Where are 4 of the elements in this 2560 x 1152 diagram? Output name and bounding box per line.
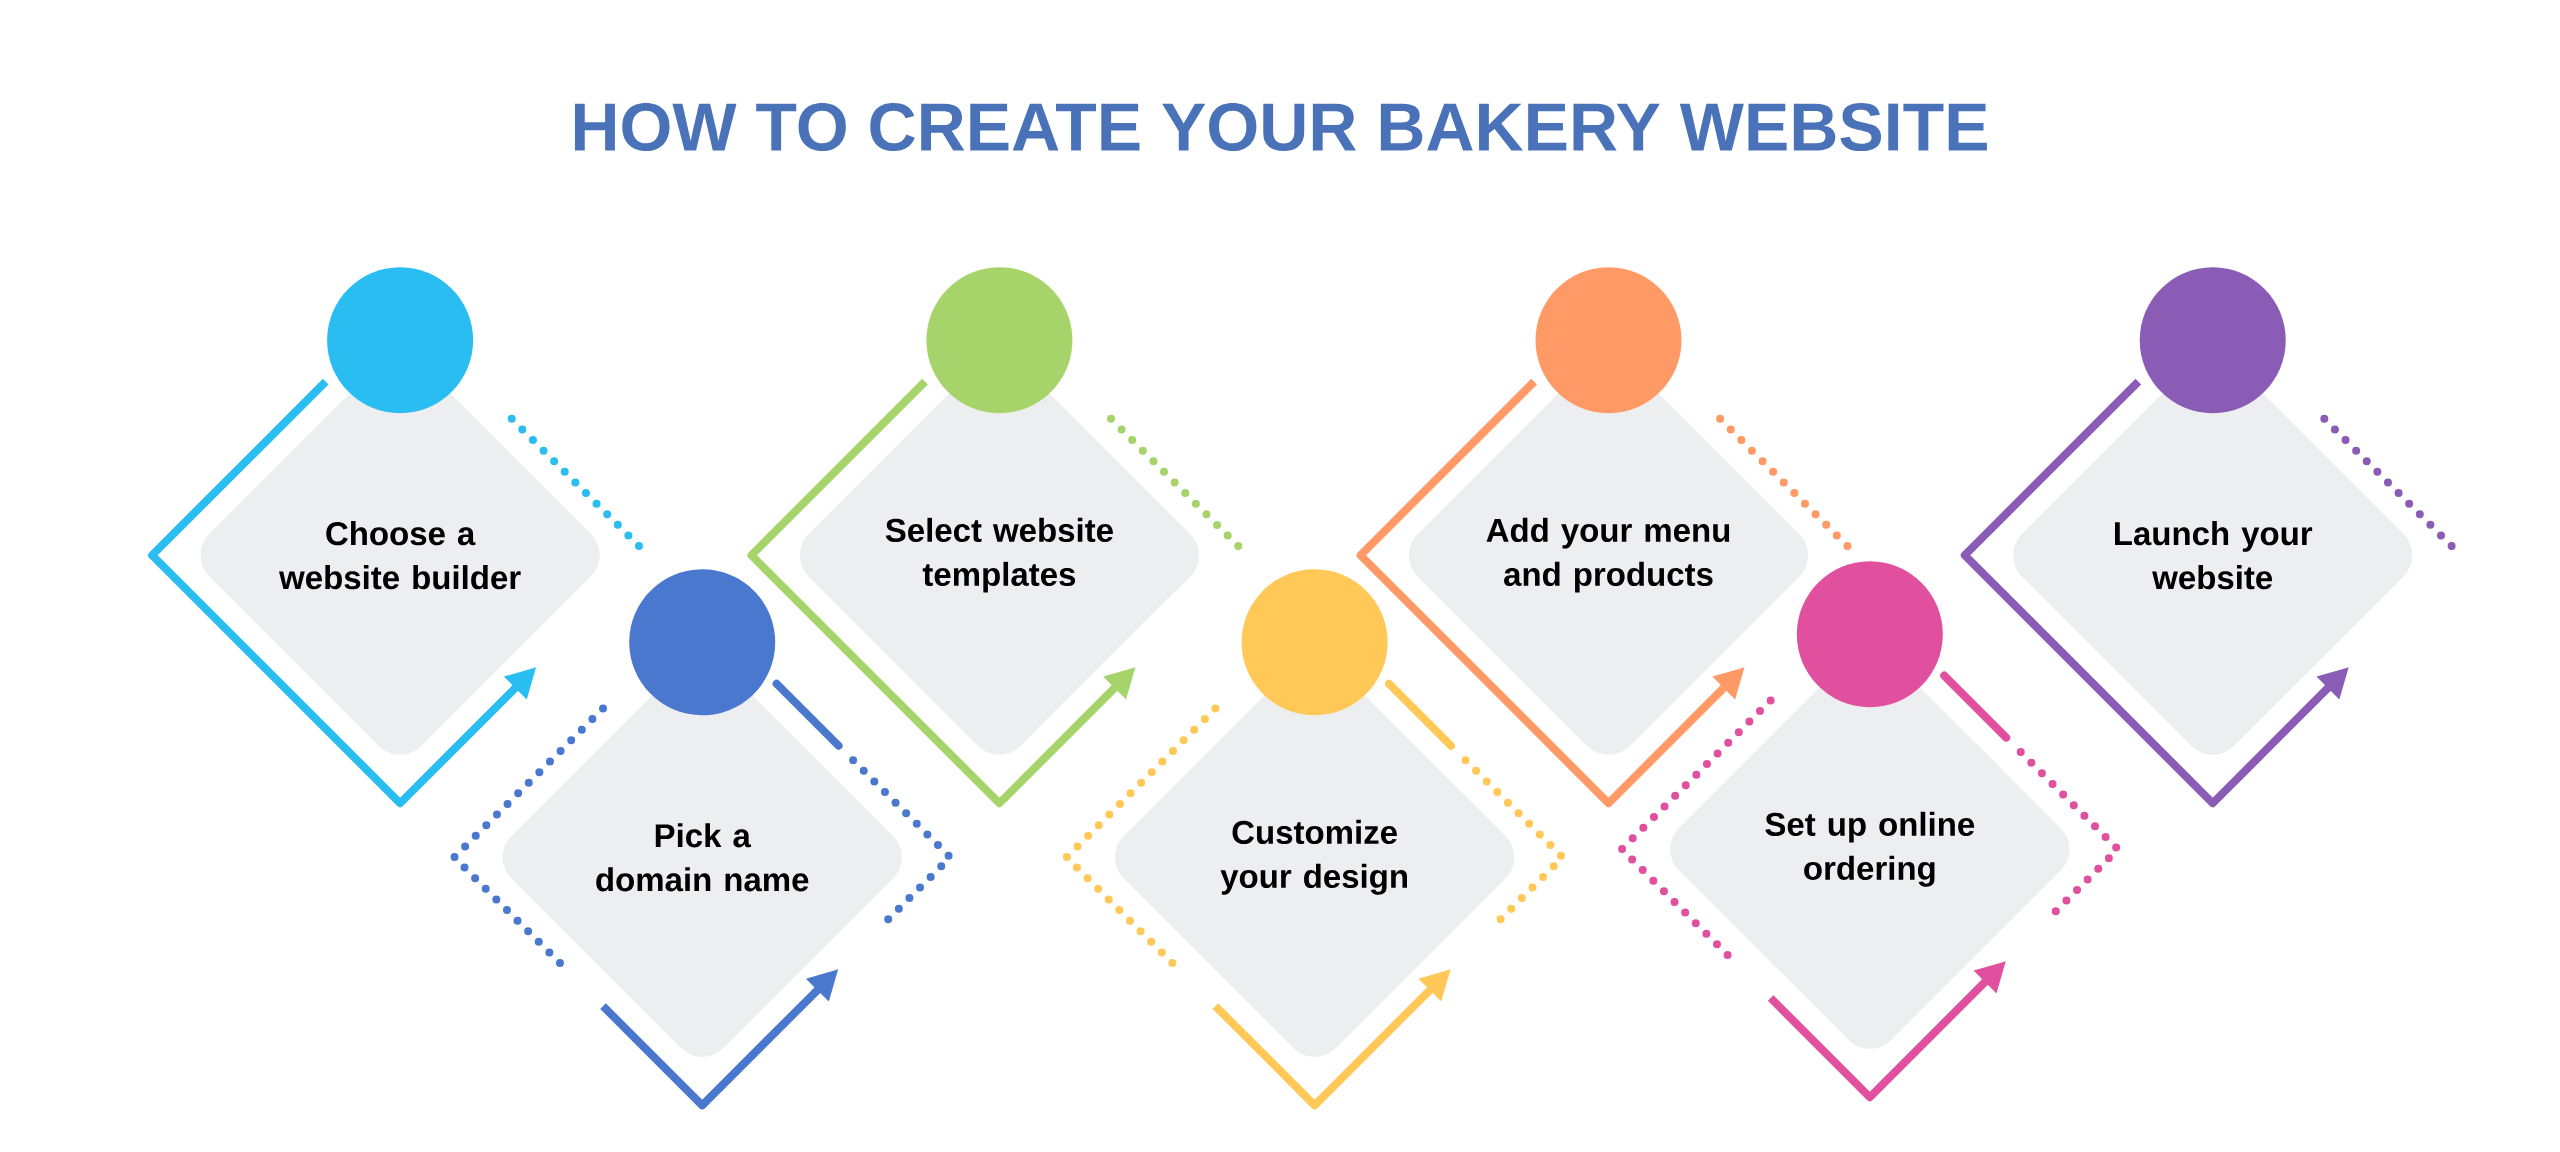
node-label: Set up online ordering [1765, 811, 1975, 887]
node-label: Customize your design [1220, 819, 1407, 895]
title: HOW TO CREATE YOUR BAKERY WEBSITE [574, 102, 1987, 152]
node-label: Pick a domain name [596, 823, 809, 892]
